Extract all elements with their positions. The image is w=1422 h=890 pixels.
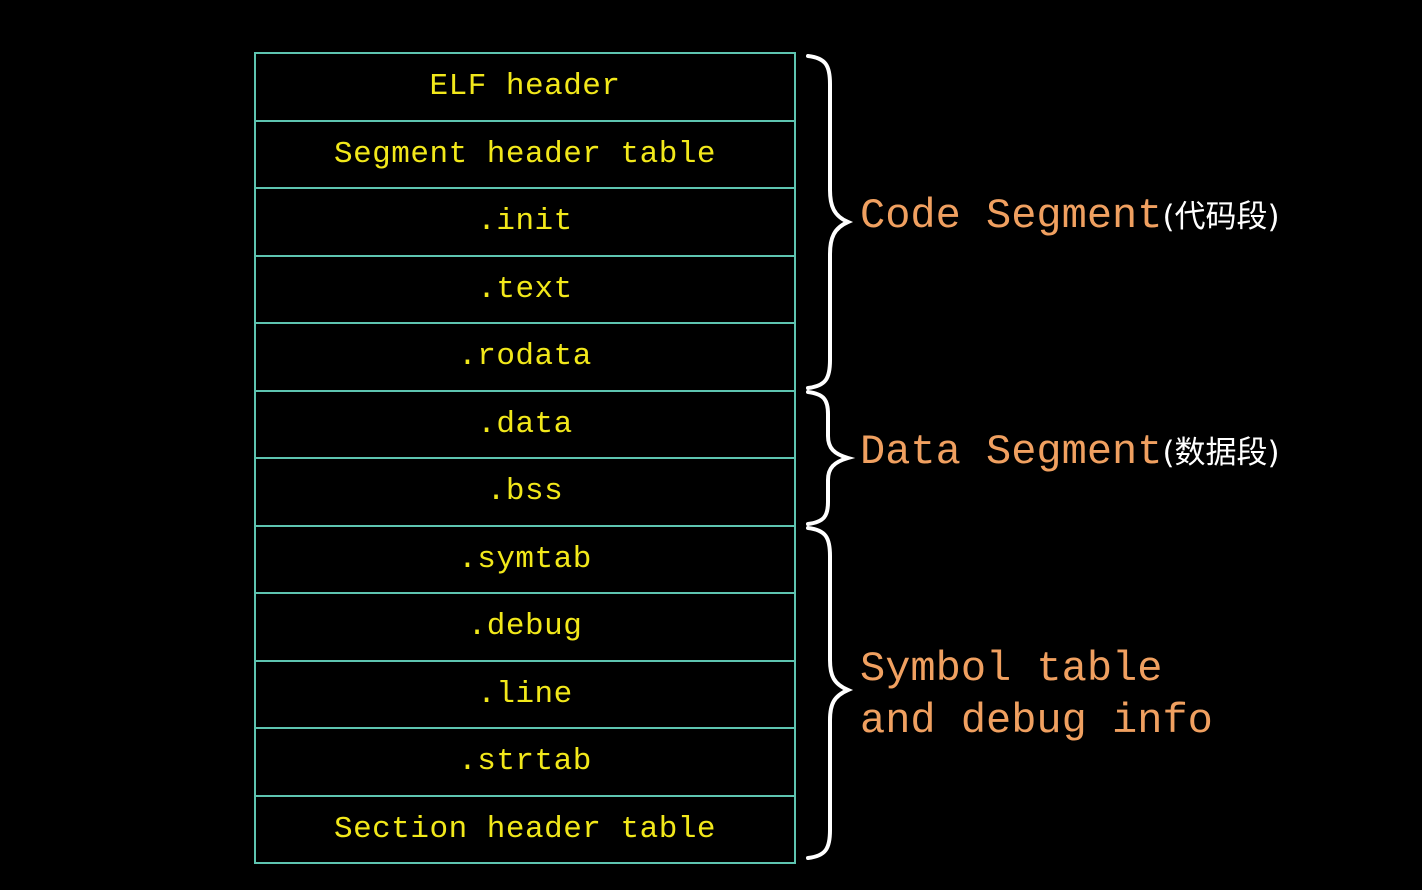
section-data: .data (256, 392, 794, 459)
symbol-table-label: Symbol table and debug info (860, 643, 1213, 747)
section-segment-header-table: Segment header table (256, 122, 794, 189)
symbol-table-brace (806, 526, 854, 860)
section-text: .text (256, 257, 794, 324)
section-bss: .bss (256, 459, 794, 527)
code-segment-label-text: Code Segment (860, 192, 1163, 240)
section-debug: .debug (256, 594, 794, 662)
code-segment-label-cjk: (代码段) (1162, 199, 1280, 235)
data-segment-label-cjk: (数据段) (1162, 435, 1280, 471)
section-section-header-table: Section header table (333, 811, 717, 847)
section-symtab: .symtab (256, 527, 794, 594)
section-line: .line (256, 662, 794, 729)
section-rodata: .rodata (256, 324, 794, 392)
elf-sections-table: ELF header Segment header table .init .t… (254, 52, 796, 864)
code-segment-brace (806, 54, 854, 390)
code-segment-label: Code Segment(代码段) (860, 190, 1280, 243)
section-elf-header: ELF header (256, 54, 794, 122)
data-segment-label-text: Data Segment (860, 428, 1163, 476)
symbol-table-label-line2: and debug info (860, 697, 1213, 745)
symbol-table-label-line1: Symbol table (860, 645, 1163, 693)
section-init: .init (256, 189, 794, 257)
data-segment-label: Data Segment(数据段) (860, 426, 1280, 479)
data-segment-brace (806, 390, 856, 526)
section-strtab: .strtab (256, 729, 794, 797)
